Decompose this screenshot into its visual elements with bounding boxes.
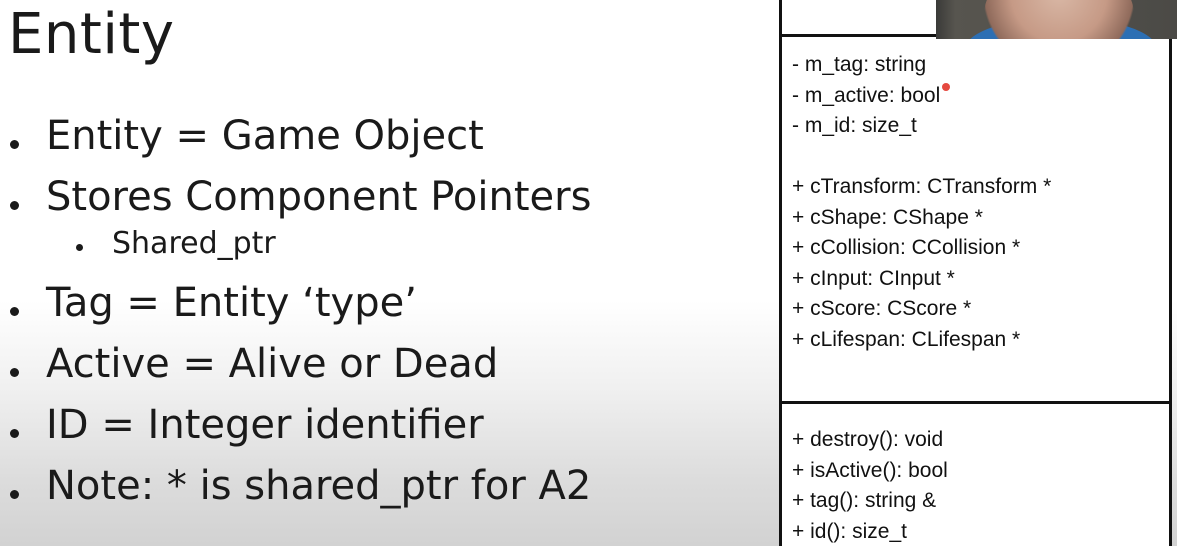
uml-class-diagram: - m_tag: string - m_active: bool - m_id:… [779,0,1172,546]
sub-bullet-item: Shared_ptr [0,226,740,262]
uml-components-section: + cTransform: CTransform * + cShape: CSh… [792,172,1163,355]
uml-attribute: - m_active: bool [792,83,941,107]
bullet-dot-icon [10,429,19,438]
uml-component: + cTransform: CTransform * [792,175,1052,198]
uml-attribute: - m_id: size_t [792,114,917,137]
bullet-text: Entity = Game Object [46,113,484,159]
sub-bullet-text: Shared_ptr [112,226,276,261]
uml-component: + cCollision: CCollision * [792,236,1021,259]
bullet-dot-icon [10,201,19,210]
uml-component: + cScore: CScore * [792,297,972,320]
bullet-text: ID = Integer identifier [46,402,484,448]
uml-methods-section: + destroy(): void + isActive(): bool + t… [792,425,1163,546]
bullet-text: Note: * is shared_ptr for A2 [46,463,592,509]
uml-method: + id(): size_t [792,519,907,543]
bullet-item: Entity = Game Object [0,112,740,160]
bullet-dot-icon [76,244,83,251]
uml-component: + cLifespan: CLifespan * [792,327,1021,351]
bullet-item: ID = Integer identifier [0,401,740,449]
uml-divider [782,401,1169,404]
bullet-dot-icon [10,307,19,316]
bullet-text: Stores Component Pointers [46,174,592,220]
uml-method: + tag(): string & [792,489,937,512]
bullet-item: Note: * is shared_ptr for A2 [0,462,740,510]
pointer-cursor-icon [942,83,950,91]
uml-component: + cShape: CShape * [792,205,983,229]
bullet-list: Entity = Game Object Stores Component Po… [0,112,740,523]
bullet-item: Tag = Entity ‘type’ [0,279,740,327]
uml-method: + destroy(): void [792,428,944,451]
presenter-face [984,0,1134,39]
uml-attributes-section: - m_tag: string - m_active: bool - m_id:… [792,50,1163,142]
bullet-dot-icon [10,490,19,499]
bullet-text: Active = Alive or Dead [46,341,499,387]
uml-attribute: - m_tag: string [792,53,927,76]
bullet-dot-icon [10,368,19,377]
webcam-overlay [936,0,1177,39]
uml-component: + cInput: CInput * [792,266,955,290]
bullet-text: Tag = Entity ‘type’ [46,280,417,326]
uml-method: + isActive(): bool [792,458,948,482]
bullet-item: Active = Alive or Dead [0,340,740,388]
bullet-item: Stores Component Pointers [0,173,740,221]
slide-title: Entity [8,2,175,67]
bullet-dot-icon [10,140,19,149]
